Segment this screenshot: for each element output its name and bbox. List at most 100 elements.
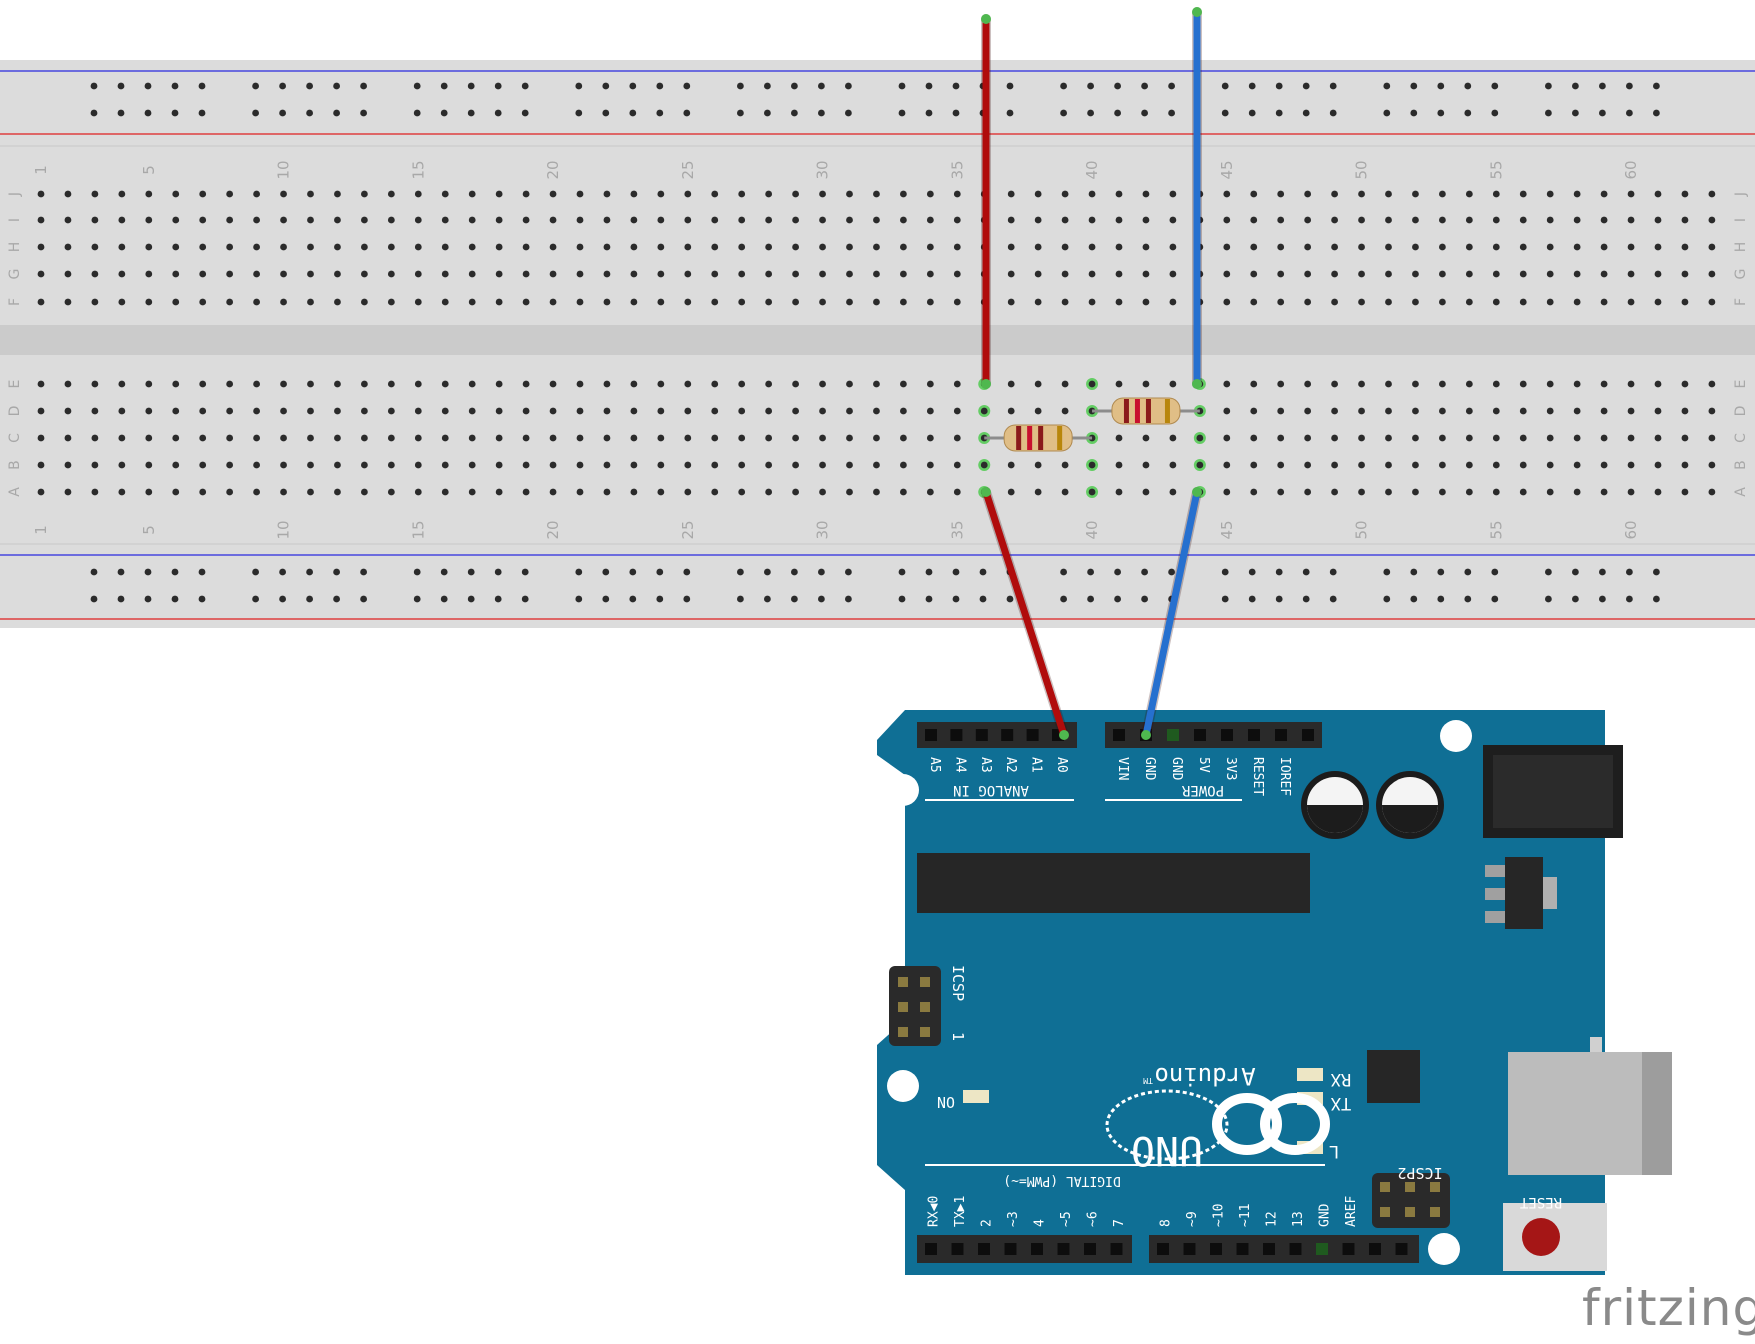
breadboard-hole: [1331, 380, 1338, 388]
header-pin: [1004, 1243, 1017, 1255]
breadboard-hole: [1088, 270, 1096, 278]
breadboard-hole: [684, 461, 692, 469]
breadboard-hole: [1439, 407, 1446, 415]
rail-hole: [1437, 82, 1445, 90]
breadboard-hole: [549, 270, 557, 278]
breadboard-hole: [334, 216, 341, 224]
breadboard-hole: [1142, 270, 1150, 278]
rail-hole: [198, 109, 206, 117]
header-pin: [1057, 1243, 1070, 1255]
rail-hole: [1168, 82, 1175, 90]
breadboard-hole: [953, 434, 961, 442]
resistor-band: [1057, 426, 1063, 450]
breadboard-hole: [1277, 488, 1285, 496]
breadboard-hole: [495, 407, 503, 415]
breadboard-hole: [361, 407, 368, 415]
breadboard-hole: [253, 270, 260, 278]
breadboard-hole: [1465, 407, 1473, 415]
column-number: 50: [1353, 160, 1371, 179]
rail-hole: [764, 109, 771, 117]
header-pin: [1221, 729, 1233, 741]
breadboard-hole: [1412, 488, 1419, 496]
breadboard-hole: [280, 434, 287, 442]
digital-pin-label: ~3: [1006, 1211, 1021, 1227]
rail-hole: [737, 595, 744, 603]
breadboard-hole: [1681, 216, 1689, 224]
breadboard-hole: [1331, 270, 1338, 278]
rail-hole: [413, 595, 421, 603]
capacitor-stripe: [1307, 805, 1363, 833]
header-pin: [1031, 1243, 1043, 1255]
regulator-pin: [1485, 865, 1505, 877]
reset-label: RESET: [1519, 1194, 1562, 1210]
breadboard-hole: [145, 434, 153, 442]
icsp2-pin: [1405, 1207, 1415, 1217]
breadboard-hole: [1169, 434, 1177, 442]
breadboard-hole: [361, 270, 368, 278]
breadboard-hole: [738, 190, 746, 198]
breadboard-hole: [37, 216, 45, 224]
breadboard-hole: [118, 243, 126, 251]
row-letter: I: [7, 218, 23, 222]
breadboard-hole: [1115, 380, 1123, 388]
rail-hole: [1302, 595, 1310, 603]
icsp-pin: [920, 977, 930, 987]
breadboard-hole: [1142, 216, 1150, 224]
rail-hole: [144, 82, 152, 90]
breadboard-hole: [280, 216, 287, 224]
breadboard-hole: [1250, 190, 1258, 198]
breadboard-hole: [1439, 380, 1446, 388]
breadboard-hole: [603, 461, 611, 469]
icsp2-pin: [1380, 1182, 1390, 1192]
rail-hole: [764, 568, 771, 576]
breadboard-hole: [495, 434, 503, 442]
breadboard-hole: [1654, 434, 1662, 442]
breadboard-hole: [1546, 298, 1554, 306]
resistor-1: [984, 424, 1093, 452]
digital-pin-label: ~10: [1212, 1204, 1227, 1227]
breadboard-hole: [846, 434, 853, 442]
breadboard-hole: [199, 270, 207, 278]
breadboard-hole: [1439, 488, 1446, 496]
breadboard-hole: [549, 407, 557, 415]
breadboard-hole: [900, 434, 907, 442]
breadboard-hole: [1169, 380, 1177, 388]
rail-hole: [791, 82, 798, 90]
breadboard-hole: [307, 488, 314, 496]
breadboard-hole: [1654, 407, 1662, 415]
rail-hole: [333, 109, 340, 117]
breadboard-hole: [1061, 298, 1069, 306]
rail-hole: [845, 82, 852, 90]
rail-hole: [1653, 109, 1660, 117]
row-letter: J: [7, 192, 23, 197]
breadboard-hole: [1492, 407, 1500, 415]
rail-hole: [898, 568, 906, 576]
breadboard-hole: [1465, 461, 1473, 469]
digital-pin-label: 7: [1112, 1219, 1127, 1227]
breadboard-hole: [765, 488, 773, 496]
row-letter: C: [1733, 433, 1749, 443]
breadboard-hole: [145, 380, 153, 388]
row-letter: D: [7, 406, 23, 417]
icsp-pin-mark: 1: [949, 1032, 967, 1041]
breadboard-hole: [549, 190, 557, 198]
breadboard-hole: [1358, 270, 1365, 278]
breadboard-hole: [846, 298, 853, 306]
breadboard-hole: [1465, 190, 1473, 198]
breadboard-hole: [522, 270, 530, 278]
breadboard-hole: [172, 407, 180, 415]
breadboard-hole: [630, 380, 638, 388]
breadboard-hole: [1573, 380, 1581, 388]
breadboard-hole: [1304, 407, 1312, 415]
rail-hole: [1329, 109, 1337, 117]
breadboard-hole: [522, 190, 530, 198]
rail-hole: [360, 568, 367, 576]
breadboard-hole: [441, 434, 449, 442]
breadboard-hole: [846, 216, 853, 224]
breadboard-hole: [441, 190, 449, 198]
rail-hole: [333, 82, 340, 90]
breadboard-hole: [1708, 190, 1716, 198]
breadboard-hole: [334, 270, 341, 278]
breadboard-hole: [630, 216, 638, 224]
rail-hole: [467, 109, 475, 117]
